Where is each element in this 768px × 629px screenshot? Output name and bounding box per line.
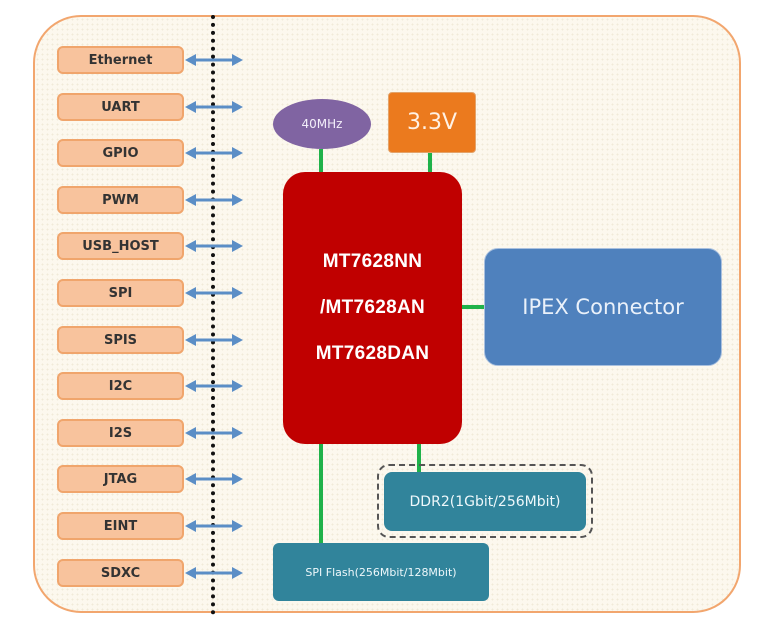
- interface-jtag: JTAG: [57, 465, 184, 493]
- interface-label: SPIS: [103, 332, 138, 348]
- soc-line-2: /MT7628AN: [319, 297, 426, 318]
- ddr2-memory: DDR2(1Gbit/256Mbit): [384, 472, 586, 531]
- bidirectional-arrow-icon: [185, 473, 243, 485]
- interface-label: USB_HOST: [82, 238, 159, 254]
- soc-chip: MT7628NN /MT7628AN MT7628DAN: [283, 172, 462, 444]
- bidirectional-arrow-icon: [185, 380, 243, 392]
- bidirectional-arrow-icon: [185, 101, 243, 113]
- interface-label: SPI: [108, 285, 133, 301]
- ipex-label: IPEX Connector: [522, 295, 684, 319]
- ipex-connector: IPEX Connector: [484, 248, 722, 366]
- wire-soc-ipex: [462, 305, 485, 309]
- wire-soc-ddr: [417, 443, 421, 473]
- oscillator-label: 40MHz: [301, 117, 343, 131]
- module-edge-divider: [211, 15, 215, 615]
- interface-label: I2C: [108, 378, 133, 394]
- interface-i2c: I2C: [57, 372, 184, 400]
- bidirectional-arrow-icon: [185, 194, 243, 206]
- interface-pwm: PWM: [57, 186, 184, 214]
- bidirectional-arrow-icon: [185, 287, 243, 299]
- bidirectional-arrow-icon: [185, 427, 243, 439]
- interface-uart: UART: [57, 93, 184, 121]
- interface-i2s: I2S: [57, 419, 184, 447]
- oscillator-40mhz: 40MHz: [273, 99, 371, 149]
- wire-soc-flash: [319, 443, 323, 544]
- interface-eint: EINT: [57, 512, 184, 540]
- bidirectional-arrow-icon: [185, 567, 243, 579]
- soc-line-1: MT7628NN: [322, 251, 423, 272]
- interface-label: EINT: [103, 518, 138, 534]
- interface-label: Ethernet: [88, 52, 153, 68]
- wire-oscillator-soc: [319, 149, 323, 173]
- bidirectional-arrow-icon: [185, 54, 243, 66]
- interface-label: PWM: [102, 192, 139, 208]
- interface-usb-host: USB_HOST: [57, 232, 184, 260]
- soc-line-3: MT7628DAN: [315, 343, 430, 364]
- interface-gpio: GPIO: [57, 139, 184, 167]
- bidirectional-arrow-icon: [185, 334, 243, 346]
- interface-label: JTAG: [103, 471, 138, 487]
- interface-ethernet: Ethernet: [57, 46, 184, 74]
- ddr-label: DDR2(1Gbit/256Mbit): [409, 493, 561, 510]
- interface-label: GPIO: [102, 145, 139, 161]
- bidirectional-arrow-icon: [185, 240, 243, 252]
- interface-label: I2S: [108, 425, 133, 441]
- bidirectional-arrow-icon: [185, 147, 243, 159]
- power-label: 3.3V: [406, 110, 458, 135]
- flash-label: SPI Flash(256Mbit/128Mbit): [305, 565, 457, 579]
- interface-sdxc: SDXC: [57, 559, 184, 587]
- interface-spi: SPI: [57, 279, 184, 307]
- interface-label: SDXC: [100, 565, 141, 581]
- interface-label: UART: [101, 99, 140, 115]
- bidirectional-arrow-icon: [185, 520, 243, 532]
- power-supply-3v3: 3.3V: [388, 92, 476, 153]
- ddr-optional-outline: [377, 464, 593, 538]
- interface-spis: SPIS: [57, 326, 184, 354]
- wire-power-soc: [428, 153, 432, 173]
- spi-flash: SPI Flash(256Mbit/128Mbit): [273, 543, 489, 601]
